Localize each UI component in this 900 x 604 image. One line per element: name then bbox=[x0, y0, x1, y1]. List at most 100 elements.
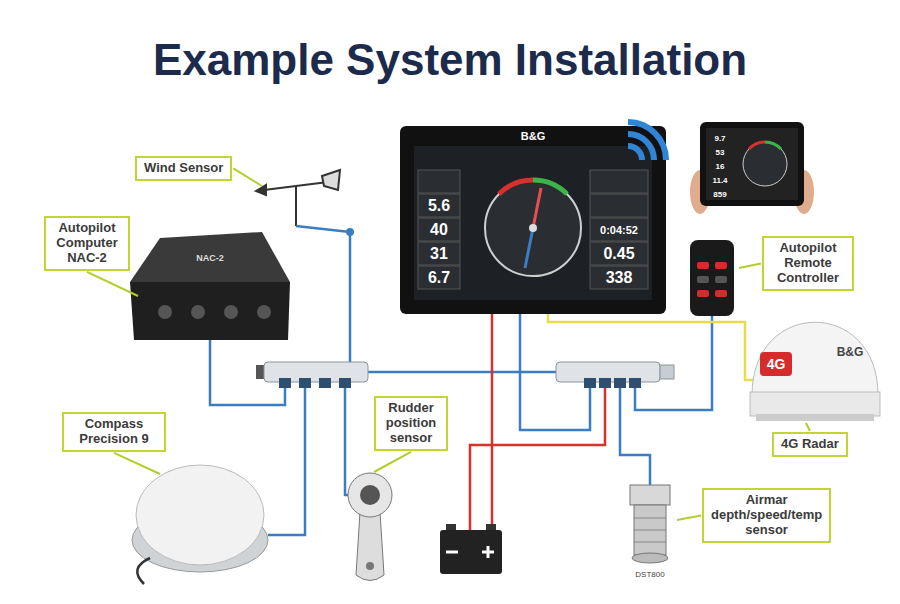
rudder-sensor-part bbox=[348, 473, 392, 517]
backbone-right-part bbox=[599, 378, 611, 388]
autopilot-remote-part bbox=[715, 276, 727, 283]
airmar-sensor-part bbox=[634, 505, 666, 555]
battery-part bbox=[487, 546, 490, 558]
device-label: 40 bbox=[430, 222, 448, 238]
backbone-left-part bbox=[339, 378, 351, 388]
callout-box: Autopilot Remote Controller bbox=[762, 236, 854, 291]
callout-box: Airmar depth/speed/temp sensor bbox=[702, 488, 831, 543]
autopilot-computer-part bbox=[158, 305, 172, 319]
callout-box: Rudder position sensor bbox=[374, 396, 448, 451]
device-label: 338 bbox=[606, 270, 633, 286]
backbone-left-part bbox=[299, 378, 311, 388]
compass bbox=[132, 465, 268, 584]
leader-line bbox=[677, 515, 701, 520]
chartplotter-display-part bbox=[418, 194, 460, 217]
power-cable bbox=[470, 312, 605, 530]
airmar-sensor-part bbox=[630, 485, 670, 505]
callout-box: Compass Precision 9 bbox=[62, 412, 166, 452]
tablet-part bbox=[743, 142, 787, 186]
wifi-symbol-part bbox=[628, 122, 666, 160]
wifi-symbol bbox=[628, 122, 666, 160]
compass-part bbox=[137, 558, 150, 584]
wind-sensor-part bbox=[296, 226, 350, 232]
radar-dome-part bbox=[756, 414, 874, 421]
autopilot-remote-part bbox=[697, 276, 709, 283]
device-label: 0.45 bbox=[603, 246, 634, 262]
chartplotter-display-part bbox=[590, 170, 648, 193]
autopilot-remote-part bbox=[690, 240, 734, 316]
callout-text: 4G Radar bbox=[781, 437, 839, 452]
chartplotter-display-part bbox=[418, 266, 460, 289]
autopilot-remote-part bbox=[715, 262, 727, 269]
chartplotter-display-part bbox=[529, 224, 537, 232]
device-label: 6.7 bbox=[428, 270, 450, 286]
device-label: B&G bbox=[837, 346, 864, 358]
network-cable-part bbox=[349, 232, 352, 362]
rudder-sensor-part bbox=[356, 512, 384, 581]
autopilot-computer bbox=[130, 232, 290, 340]
tablet-part bbox=[700, 122, 804, 206]
callout-text: Airmar depth/speed/temp sensor bbox=[711, 493, 822, 538]
wifi-symbol-part bbox=[628, 134, 654, 160]
airmar-sensor-part bbox=[634, 530, 666, 531]
autopilot-computer-part bbox=[224, 305, 238, 319]
leader-lines bbox=[87, 168, 810, 520]
network-cable-part bbox=[345, 382, 348, 495]
callout-box: 4G Radar bbox=[772, 432, 848, 457]
airmar-sensor-part bbox=[634, 542, 666, 543]
radar-dome bbox=[750, 322, 880, 421]
device-label: 859 bbox=[713, 191, 726, 199]
chartplotter-display-part bbox=[590, 194, 648, 217]
chartplotter-display bbox=[400, 126, 666, 314]
chartplotter-display-part bbox=[485, 180, 581, 276]
battery bbox=[440, 524, 502, 574]
backbone-left-part bbox=[279, 378, 291, 388]
device-label: 31 bbox=[430, 246, 448, 262]
radar-dome-part bbox=[760, 352, 792, 376]
leader-line bbox=[739, 263, 761, 268]
backbone-right bbox=[556, 362, 674, 388]
chartplotter-display-part bbox=[400, 126, 666, 314]
tablet bbox=[690, 122, 814, 214]
chartplotter-display-part bbox=[418, 170, 460, 193]
autopilot-computer-part bbox=[130, 282, 290, 340]
callout-box: Autopilot Computer NAC-2 bbox=[44, 216, 130, 271]
callout-text: Autopilot Remote Controller bbox=[771, 241, 845, 286]
device-label: 5.6 bbox=[428, 198, 450, 214]
tablet-part bbox=[706, 128, 798, 200]
network-cable-part bbox=[268, 382, 305, 535]
airmar-sensor bbox=[630, 485, 670, 563]
backbone-left-part bbox=[319, 378, 331, 388]
leader-line bbox=[114, 453, 160, 474]
power-cable-part bbox=[491, 312, 494, 530]
chartplotter-display-part bbox=[533, 180, 567, 194]
backbone-right-part bbox=[660, 365, 674, 379]
backbone-right-part bbox=[584, 378, 596, 388]
autopilot-remote-part bbox=[697, 290, 709, 297]
wind-sensor-part bbox=[295, 186, 297, 226]
backbone-left bbox=[256, 362, 368, 388]
wind-sensor-part bbox=[322, 170, 340, 190]
device-label: 53 bbox=[716, 149, 725, 157]
power-cable-part bbox=[470, 382, 605, 530]
device-label: 4G bbox=[767, 357, 786, 371]
chartplotter-display-part bbox=[525, 228, 533, 268]
device-label: NAC-2 bbox=[196, 254, 224, 263]
leader-line bbox=[233, 168, 262, 186]
device-label: 0:04:52 bbox=[600, 225, 638, 236]
chartplotter-display-part bbox=[418, 242, 460, 265]
leader-line bbox=[87, 272, 138, 296]
rudder-sensor-part bbox=[360, 485, 380, 505]
rudder-sensor-part bbox=[366, 562, 374, 570]
battery-part bbox=[446, 551, 458, 554]
tablet-part bbox=[765, 142, 781, 149]
device-label: B&G bbox=[521, 131, 545, 142]
device-label: 11.4 bbox=[712, 177, 727, 185]
wind-sensor-part bbox=[346, 228, 354, 236]
callout-text: Rudder position sensor bbox=[383, 401, 439, 446]
autopilot-computer-part bbox=[130, 232, 290, 282]
wifi-symbol-part bbox=[628, 146, 642, 160]
tablet-part bbox=[749, 142, 765, 149]
airmar-sensor-part bbox=[634, 518, 666, 519]
